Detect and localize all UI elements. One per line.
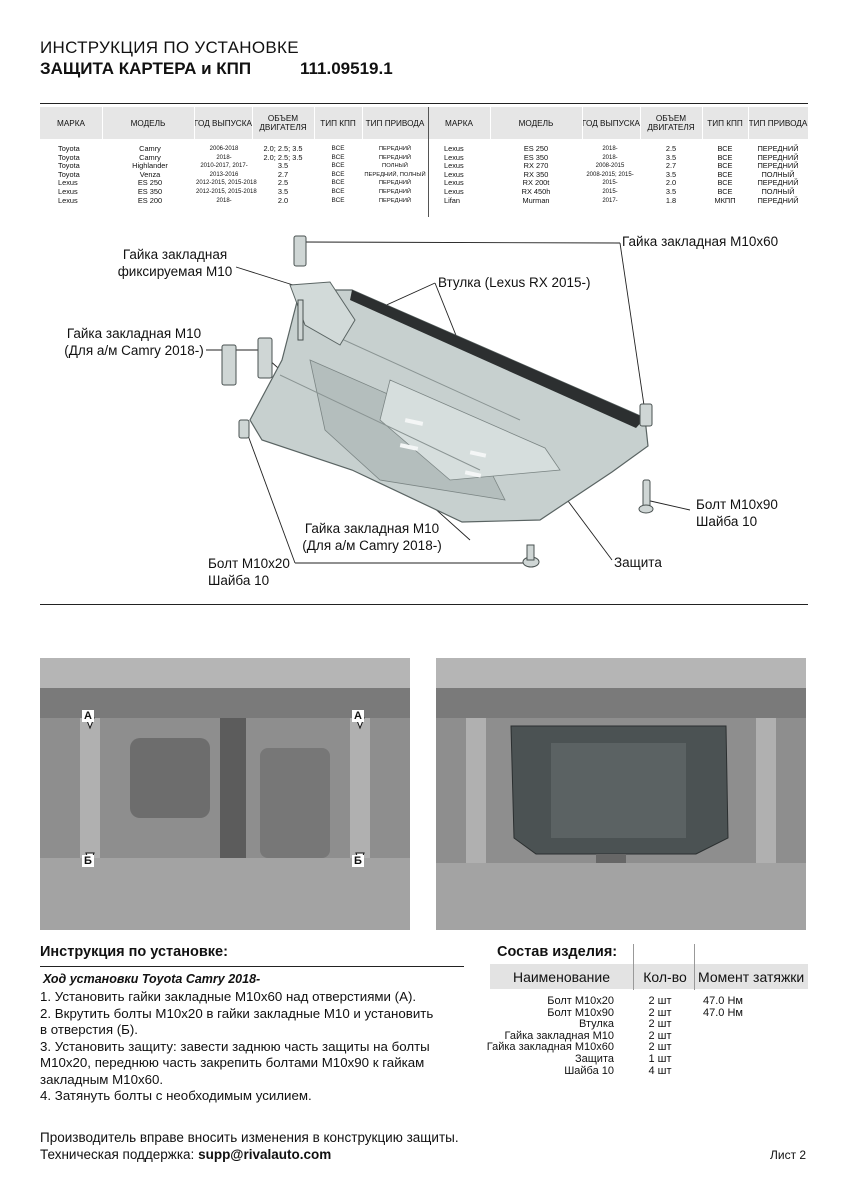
section-divider xyxy=(40,604,808,605)
support-email-link[interactable]: supp@rivalauto.com xyxy=(198,1147,332,1162)
product-name: ЗАЩИТА КАРТЕРА и КПП xyxy=(40,59,252,78)
th-drive-right: ТИП ПРИВОДА xyxy=(748,118,808,128)
marker-b-right: Б xyxy=(352,855,364,867)
label-guard: Защита xyxy=(614,555,662,570)
footer-notice: Производитель вправе вносить изменения в… xyxy=(40,1130,459,1145)
th-model-right: МОДЕЛЬ xyxy=(518,118,554,128)
marker-b-left: Б xyxy=(82,855,94,867)
step-4: 4. Затянуть болты с необходимым усилием. xyxy=(40,1088,312,1103)
label-nut-camry-top: Гайка закладная М10 (Для а/м Camry 2018-… xyxy=(64,326,204,358)
photo-before xyxy=(40,658,410,930)
composition-header-bg xyxy=(490,964,808,989)
th-drive-left: ТИП ПРИВОДА xyxy=(365,118,425,128)
marker-a-left: А xyxy=(82,710,94,722)
header-divider xyxy=(40,103,808,104)
comp-col-torque: Момент затяжки xyxy=(698,969,805,985)
label-bushing: Втулка (Lexus RX 2015-) xyxy=(438,275,591,290)
step-2-line1: 2. Вкрутить болты М10х20 в гайки закладн… xyxy=(40,1005,434,1021)
label-nut-fixed: Гайка закладная фиксируемая М10 xyxy=(117,247,233,279)
th-brand-left: МАРКА xyxy=(57,118,85,128)
photo-after xyxy=(436,658,806,930)
label-bolt-m10x20: Болт М10х20 Шайба 10 xyxy=(208,556,290,588)
instructions-title: Инструкция по установке: xyxy=(40,944,228,960)
instructions-steps: 1. Установить гайки закладные М10х60 над… xyxy=(40,989,433,1105)
th-gearbox-left: ТИП КПП xyxy=(320,118,356,128)
support-label: Техническая поддержка: xyxy=(40,1147,195,1162)
composition-title: Состав изделия: xyxy=(497,944,618,960)
comp-sep-1 xyxy=(633,944,634,990)
comp-sep-2 xyxy=(694,944,695,990)
step-3-line2: М10х20, переднюю часть закрепить болтами… xyxy=(40,1055,425,1070)
part-number: 111.09519.1 xyxy=(300,59,393,78)
exploded-diagram xyxy=(206,235,691,568)
th-brand-right: МАРКА xyxy=(445,118,473,128)
th-model-left: МОДЕЛЬ xyxy=(130,118,166,128)
comp-col-qty: Кол-во xyxy=(643,969,687,985)
label-bolt-m10x90: Болт М10х90 Шайба 10 xyxy=(696,497,778,529)
marker-a-right: А xyxy=(352,710,364,722)
label-nut-m10x60: Гайка закладная М10х60 xyxy=(622,234,779,249)
instructions-subtitle: Ход установки Toyota Camry 2018- xyxy=(43,972,261,986)
label-nut-camry-bottom: Гайка закладная М10 (Для а/м Camry 2018-… xyxy=(302,521,442,553)
th-year-right: ГОД ВЫПУСКА xyxy=(582,118,640,128)
sheet-number: Лист 2 xyxy=(770,1148,807,1162)
step-1: 1. Установить гайки закладные М10х60 над… xyxy=(40,989,417,1004)
footer-support: Техническая поддержка: supp@rivalauto.co… xyxy=(40,1147,331,1162)
th-year-left: ГОД ВЫПУСКА xyxy=(194,118,252,128)
step-3-line3: закладным М10х60. xyxy=(40,1071,164,1087)
th-engine-right: ОБЪЕМ ДВИГАТЕЛЯ xyxy=(647,114,695,132)
instructions-divider xyxy=(40,966,464,967)
guard-plate xyxy=(249,281,649,523)
hardware-parts xyxy=(221,235,654,568)
step-2-line2: в отверстия (Б). xyxy=(40,1022,138,1037)
document-title: ИНСТРУКЦИЯ ПО УСТАНОВКЕ xyxy=(40,38,299,57)
comp-col-name: Наименование xyxy=(512,969,611,985)
th-engine-left: ОБЪЕМ ДВИГАТЕЛЯ xyxy=(259,114,307,132)
table-header-bg xyxy=(40,107,808,139)
th-gearbox-right: ТИП КПП xyxy=(707,118,743,128)
step-3-line1: 3. Установить защиту: завести заднюю час… xyxy=(40,1038,430,1054)
